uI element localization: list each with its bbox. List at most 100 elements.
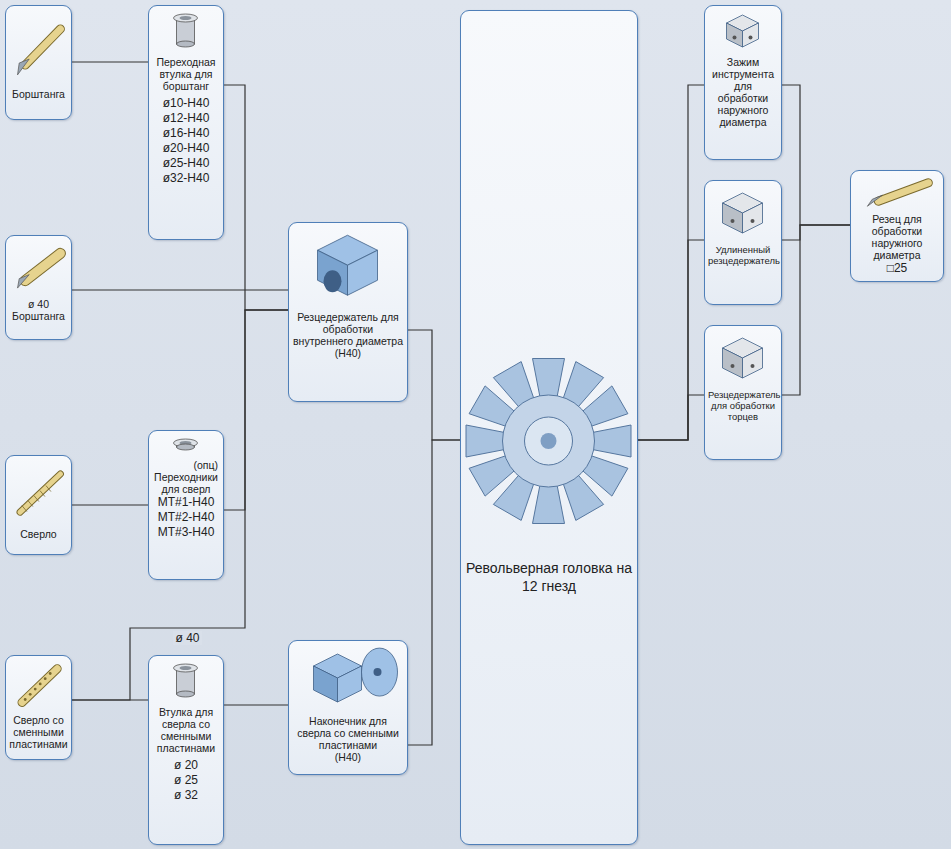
- drawing-shape: [318, 250, 348, 295]
- drawing-shape: [39, 683, 42, 686]
- adapter-box: Переходная втулка для борштангø10-H40ø12…: [148, 5, 224, 240]
- node-detail: (H40): [292, 347, 404, 359]
- tool-illustration: [149, 431, 222, 459]
- drawing-shape: [25, 29, 60, 65]
- connector-line: [224, 704, 288, 705]
- tool-illustration: [851, 171, 942, 213]
- connector-line: [72, 699, 148, 700]
- drawing-shape: [177, 444, 195, 450]
- drawing-shape: [338, 666, 362, 702]
- node-detail: Переходники для сверл: [152, 471, 220, 495]
- tool-illustration: [705, 326, 780, 390]
- drawing-shape: [177, 41, 195, 47]
- drawing-shape: [18, 59, 30, 75]
- drawing-shape: [180, 666, 192, 670]
- node-title: Наконечник для сверла со сменными пласти…: [292, 715, 404, 751]
- tool-illustration: [6, 236, 70, 298]
- node-title: Сверло: [9, 528, 68, 540]
- tool-illustration: [705, 181, 780, 245]
- turret-box: Револьверная головка на 12 гнезд: [460, 10, 638, 845]
- node-detail: Борштанга: [9, 310, 68, 322]
- connector-line: [638, 85, 704, 440]
- drawing-shape: [362, 648, 398, 696]
- tool-illustration: [149, 656, 222, 706]
- connector-line: [638, 240, 704, 440]
- drawing-shape: [743, 348, 763, 378]
- drawing-shape: [727, 23, 743, 47]
- drawing-shape: [18, 275, 30, 288]
- node-title: Удлиненный резцедержатель: [708, 245, 778, 267]
- node-detail: ø 25: [152, 773, 220, 788]
- drawing-shape: [743, 23, 759, 47]
- tool-box: Борштанга: [5, 5, 72, 120]
- node-title: Втулка для сверла со сменными пластинами: [152, 706, 220, 754]
- drawing-shape: [733, 35, 737, 39]
- drawing-shape: [40, 491, 45, 497]
- drawing-shape: [731, 364, 735, 368]
- drawing-shape: [867, 195, 882, 206]
- drawing-shape: [590, 425, 631, 457]
- drawing-shape: [503, 395, 595, 487]
- drawing-shape: [25, 29, 60, 65]
- drawing-shape: [25, 253, 60, 280]
- drawing-shape: [24, 698, 27, 701]
- node-title: Резцедержатель для обработки внутреннего…: [292, 311, 404, 347]
- drawing-shape: [723, 348, 743, 378]
- connector-line: [72, 61, 148, 62]
- connector-line: [72, 289, 288, 290]
- drawing-shape: [723, 203, 743, 233]
- drawing-shape: [751, 219, 755, 223]
- tool-illustration: [6, 6, 70, 88]
- tool-illustration: [289, 641, 406, 715]
- node-title: Сверло со сменными пластинами: [9, 714, 68, 750]
- tool-illustration: [461, 11, 636, 559]
- node-detail: MT#1-H40: [152, 495, 220, 510]
- node-detail: ø20-H40: [152, 141, 220, 156]
- node-title: Револьверная головка на 12 гнезд: [464, 559, 634, 595]
- holder-box: Резцедержатель для обработки внутреннего…: [288, 222, 408, 402]
- drawing-shape: [533, 359, 565, 400]
- node-detail: ø32-H40: [152, 171, 220, 186]
- tool-illustration: [705, 6, 780, 56]
- connector-line: [782, 225, 850, 240]
- drawing-shape: [25, 253, 60, 280]
- drawing-shape: [541, 433, 557, 449]
- drawing-shape: [348, 250, 378, 295]
- node-detail: MT#3-H40: [152, 525, 220, 540]
- node-detail: ø10-H40: [152, 96, 220, 111]
- drawing-shape: [751, 364, 755, 368]
- node-detail: ø 20: [152, 758, 220, 773]
- connector-line: [638, 395, 704, 440]
- holder-box: Резцедержатель для обработки торцев: [704, 325, 782, 460]
- node-detail: ø12-H40: [152, 111, 220, 126]
- connector-line: [72, 504, 148, 505]
- drawing-shape: [34, 688, 37, 691]
- node-title: Резцедержатель для обработки торцев: [708, 390, 778, 423]
- connector-line: [224, 310, 288, 510]
- drawing-shape: [374, 668, 382, 676]
- drawing-shape: [731, 219, 735, 223]
- drawing-shape: [34, 496, 39, 502]
- node-detail: ø16-H40: [152, 126, 220, 141]
- node-detail: ø25-H40: [152, 156, 220, 171]
- drawing-shape: [878, 183, 928, 201]
- adapter-box: Втулка для сверла со сменными пластинами…: [148, 655, 224, 845]
- drawing-shape: [466, 425, 507, 457]
- node-detail: (H40): [292, 751, 404, 763]
- drawing-shape: [44, 677, 47, 680]
- tool-box: Сверло: [5, 455, 72, 555]
- edge-label: ø 40: [173, 631, 201, 645]
- drawing-shape: [46, 486, 51, 492]
- drawing-shape: [177, 691, 195, 697]
- drawing-shape: [533, 482, 565, 523]
- drawing-shape: [22, 669, 57, 703]
- drawing-shape: [28, 501, 33, 507]
- connector-line: [782, 225, 850, 395]
- drawing-shape: [49, 672, 52, 675]
- connector-line: [782, 85, 850, 225]
- tool-box: ø 40Борштанга: [5, 235, 72, 340]
- drawing-shape: [743, 203, 763, 233]
- tool-box: Сверло со сменными пластинами: [5, 655, 72, 760]
- connector-line: [408, 440, 460, 745]
